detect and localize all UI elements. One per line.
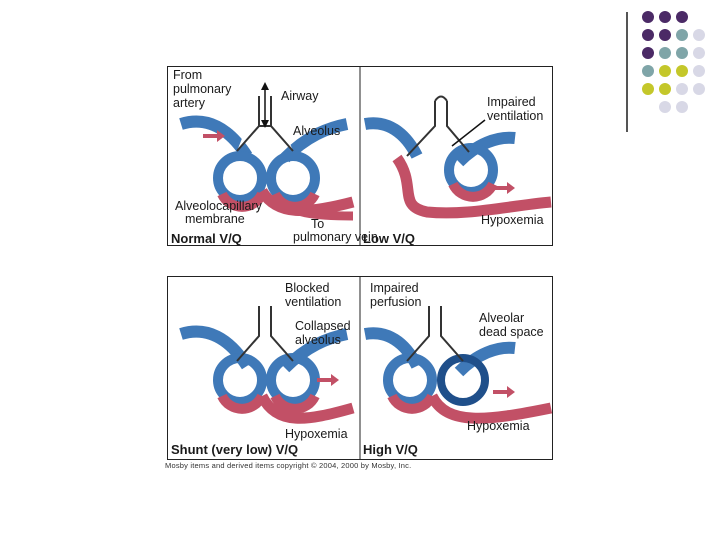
label-hypoxemia-shunt: Hypoxemia	[285, 427, 348, 441]
flow-arrow-low	[493, 182, 515, 194]
dot-row-5	[642, 83, 705, 95]
label-impaired: Impaired	[487, 95, 536, 109]
copyright-text: Mosby items and derived items copyright …	[165, 461, 412, 470]
panel-shunt: Blocked ventilation Collapsed alveolus H…	[171, 281, 355, 457]
decorative-vertical-line	[626, 12, 628, 132]
airway-arrow-up	[261, 82, 269, 90]
dot-row-6	[659, 101, 688, 113]
figure-shunt-high-vq: Blocked ventilation Collapsed alveolus H…	[167, 276, 553, 460]
label-pulmonary: pulmonary	[173, 82, 232, 96]
label-alveolus: Alveolus	[293, 124, 340, 138]
label-hypoxemia-low: Hypoxemia	[481, 213, 544, 227]
panel-normal: From pulmonary artery Airway Alveolus Al…	[171, 68, 378, 246]
label-membrane: membrane	[185, 212, 245, 226]
label-alveolocapillary: Alveolocapillary	[175, 199, 263, 213]
label-blocked: Blocked	[285, 281, 330, 295]
label-airway: Airway	[281, 89, 319, 103]
label-to: To	[311, 217, 324, 231]
flow-arrow-shunt	[317, 374, 339, 386]
figure-normal-low-vq: From pulmonary artery Airway Alveolus Al…	[167, 66, 553, 246]
flow-arrow-high	[493, 386, 515, 398]
caption-normal-vq: Normal V/Q	[171, 231, 242, 246]
label-impaired-high: Impaired	[370, 281, 419, 295]
label-artery: artery	[173, 96, 206, 110]
caption-high-vq: High V/Q	[363, 442, 418, 457]
label-from: From	[173, 68, 202, 82]
flow-arrow-in	[203, 130, 225, 142]
dot-row-4	[642, 65, 705, 77]
label-alveolar: Alveolar	[479, 311, 524, 325]
panel-low: Impaired ventilation Hypoxemia Low V/Q	[363, 95, 552, 246]
label-dead-space: dead space	[479, 325, 544, 339]
caption-shunt-vq: Shunt (very low) V/Q	[171, 442, 298, 457]
label-ventilation: ventilation	[487, 109, 543, 123]
label-pulmonary-vein: pulmonary vein	[293, 230, 378, 244]
label-perfusion: perfusion	[370, 295, 421, 309]
label-hypoxemia-high: Hypoxemia	[467, 419, 530, 433]
dot-row-1	[642, 11, 688, 23]
caption-low-vq: Low V/Q	[363, 231, 415, 246]
airway-arrow-down	[261, 120, 269, 128]
decorative-dot-grid	[642, 11, 705, 113]
label-collapsed: Collapsed	[295, 319, 351, 333]
dot-row-3	[642, 47, 705, 59]
dot-row-2	[642, 29, 705, 41]
panel-high: Impaired perfusion Alveolar dead space H…	[363, 281, 553, 457]
label-alveolus-shunt: alveolus	[295, 333, 341, 347]
label-ventilation-shunt: ventilation	[285, 295, 341, 309]
